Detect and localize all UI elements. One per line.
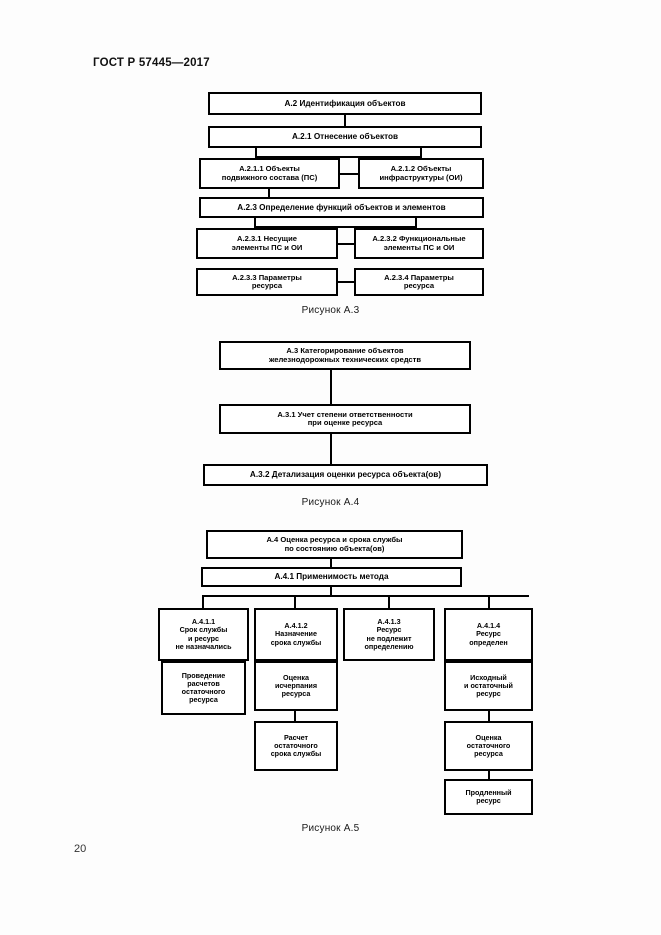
connector-a41-bus-stem [330, 587, 332, 597]
node-c4r3: Оценка остаточного ресурса [444, 721, 533, 771]
node-a31: А.3.1 Учет степени ответственности при о… [219, 404, 471, 434]
connector-a23-down-right [415, 218, 417, 228]
node-a413: А.4.1.3 Ресурс не подлежит определению [343, 608, 435, 661]
node-c4r4: Продленный ресурс [444, 779, 533, 815]
node-a2: А.2 Идентификация объектов [208, 92, 482, 115]
connector-bus-to-col3 [388, 595, 390, 608]
node-a212: А.2.1.2 Объекты инфраструктуры (ОИ) [358, 158, 484, 189]
connector-a3-a31 [330, 370, 332, 404]
figure-a3-caption: Рисунок А.3 [301, 305, 360, 316]
connector-a21-down-right [420, 148, 422, 158]
node-c2r3: Расчет остаточного срока службы [254, 721, 338, 771]
node-a233: А.2.3.3 Параметры ресурса [196, 268, 338, 296]
connector-a23-down [254, 218, 256, 228]
node-a414: А.4.1.4 Ресурс определен [444, 608, 533, 661]
node-a23: А.2.3 Определение функций объектов и эле… [199, 197, 484, 218]
connector-bus-to-col2 [294, 595, 296, 608]
figure-a5-caption: Рисунок А.5 [301, 823, 360, 834]
connector-a4-a41 [330, 559, 332, 567]
node-c1r2: Проведение расчетов остаточного ресурса [161, 661, 246, 715]
node-c2r2: Оценка исчерпания ресурса [254, 661, 338, 711]
node-a412: А.4.1.2 Назначение срока службы [254, 608, 338, 661]
node-a41: А.4.1 Применимость метода [201, 567, 462, 587]
node-a4: А.4 Оценка ресурса и срока службы по сос… [206, 530, 463, 559]
node-a211: А.2.1.1 Объекты подвижного состава (ПС) [199, 158, 340, 189]
page-number: 20 [74, 843, 87, 855]
node-a21: А.2.1 Отнесение объектов [208, 126, 482, 148]
connector-c2r2-c2r3 [294, 711, 296, 721]
node-a234: А.2.3.4 Параметры ресурса [354, 268, 484, 296]
connector-a21-down [255, 148, 257, 158]
node-c4r2: Исходный и остаточный ресурс [444, 661, 533, 711]
connector-bus-to-col4 [488, 595, 490, 608]
node-a32: А.3.2 Детализация оценки ресурса объекта… [203, 464, 488, 486]
standard-header: ГОСТ Р 57445—2017 [93, 57, 210, 69]
connector-a23-split [254, 226, 415, 228]
connector-a233-a234 [338, 281, 354, 283]
connector-a2-a21 [344, 115, 346, 126]
connector-c4r3-c4r4 [488, 771, 490, 779]
node-a232: А.2.3.2 Функциональные элементы ПС и ОИ [354, 228, 484, 259]
connector-a41-bus [202, 595, 529, 597]
connector-a211-a212 [340, 173, 358, 175]
connector-to-a23 [268, 189, 270, 197]
connector-a231-a232 [338, 243, 354, 245]
figure-a4-caption: Рисунок А.4 [301, 497, 360, 508]
connector-bus-to-col1 [202, 595, 204, 608]
connector-a21-split [255, 156, 422, 158]
connector-a31-a32 [330, 434, 332, 464]
node-a411: А.4.1.1 Срок службы и ресурс не назначал… [158, 608, 249, 661]
connector-c4r2-c4r3 [488, 711, 490, 721]
node-a3: А.3 Категорирование объектов железнодоро… [219, 341, 471, 370]
node-a231: А.2.3.1 Несущие элементы ПС и ОИ [196, 228, 338, 259]
